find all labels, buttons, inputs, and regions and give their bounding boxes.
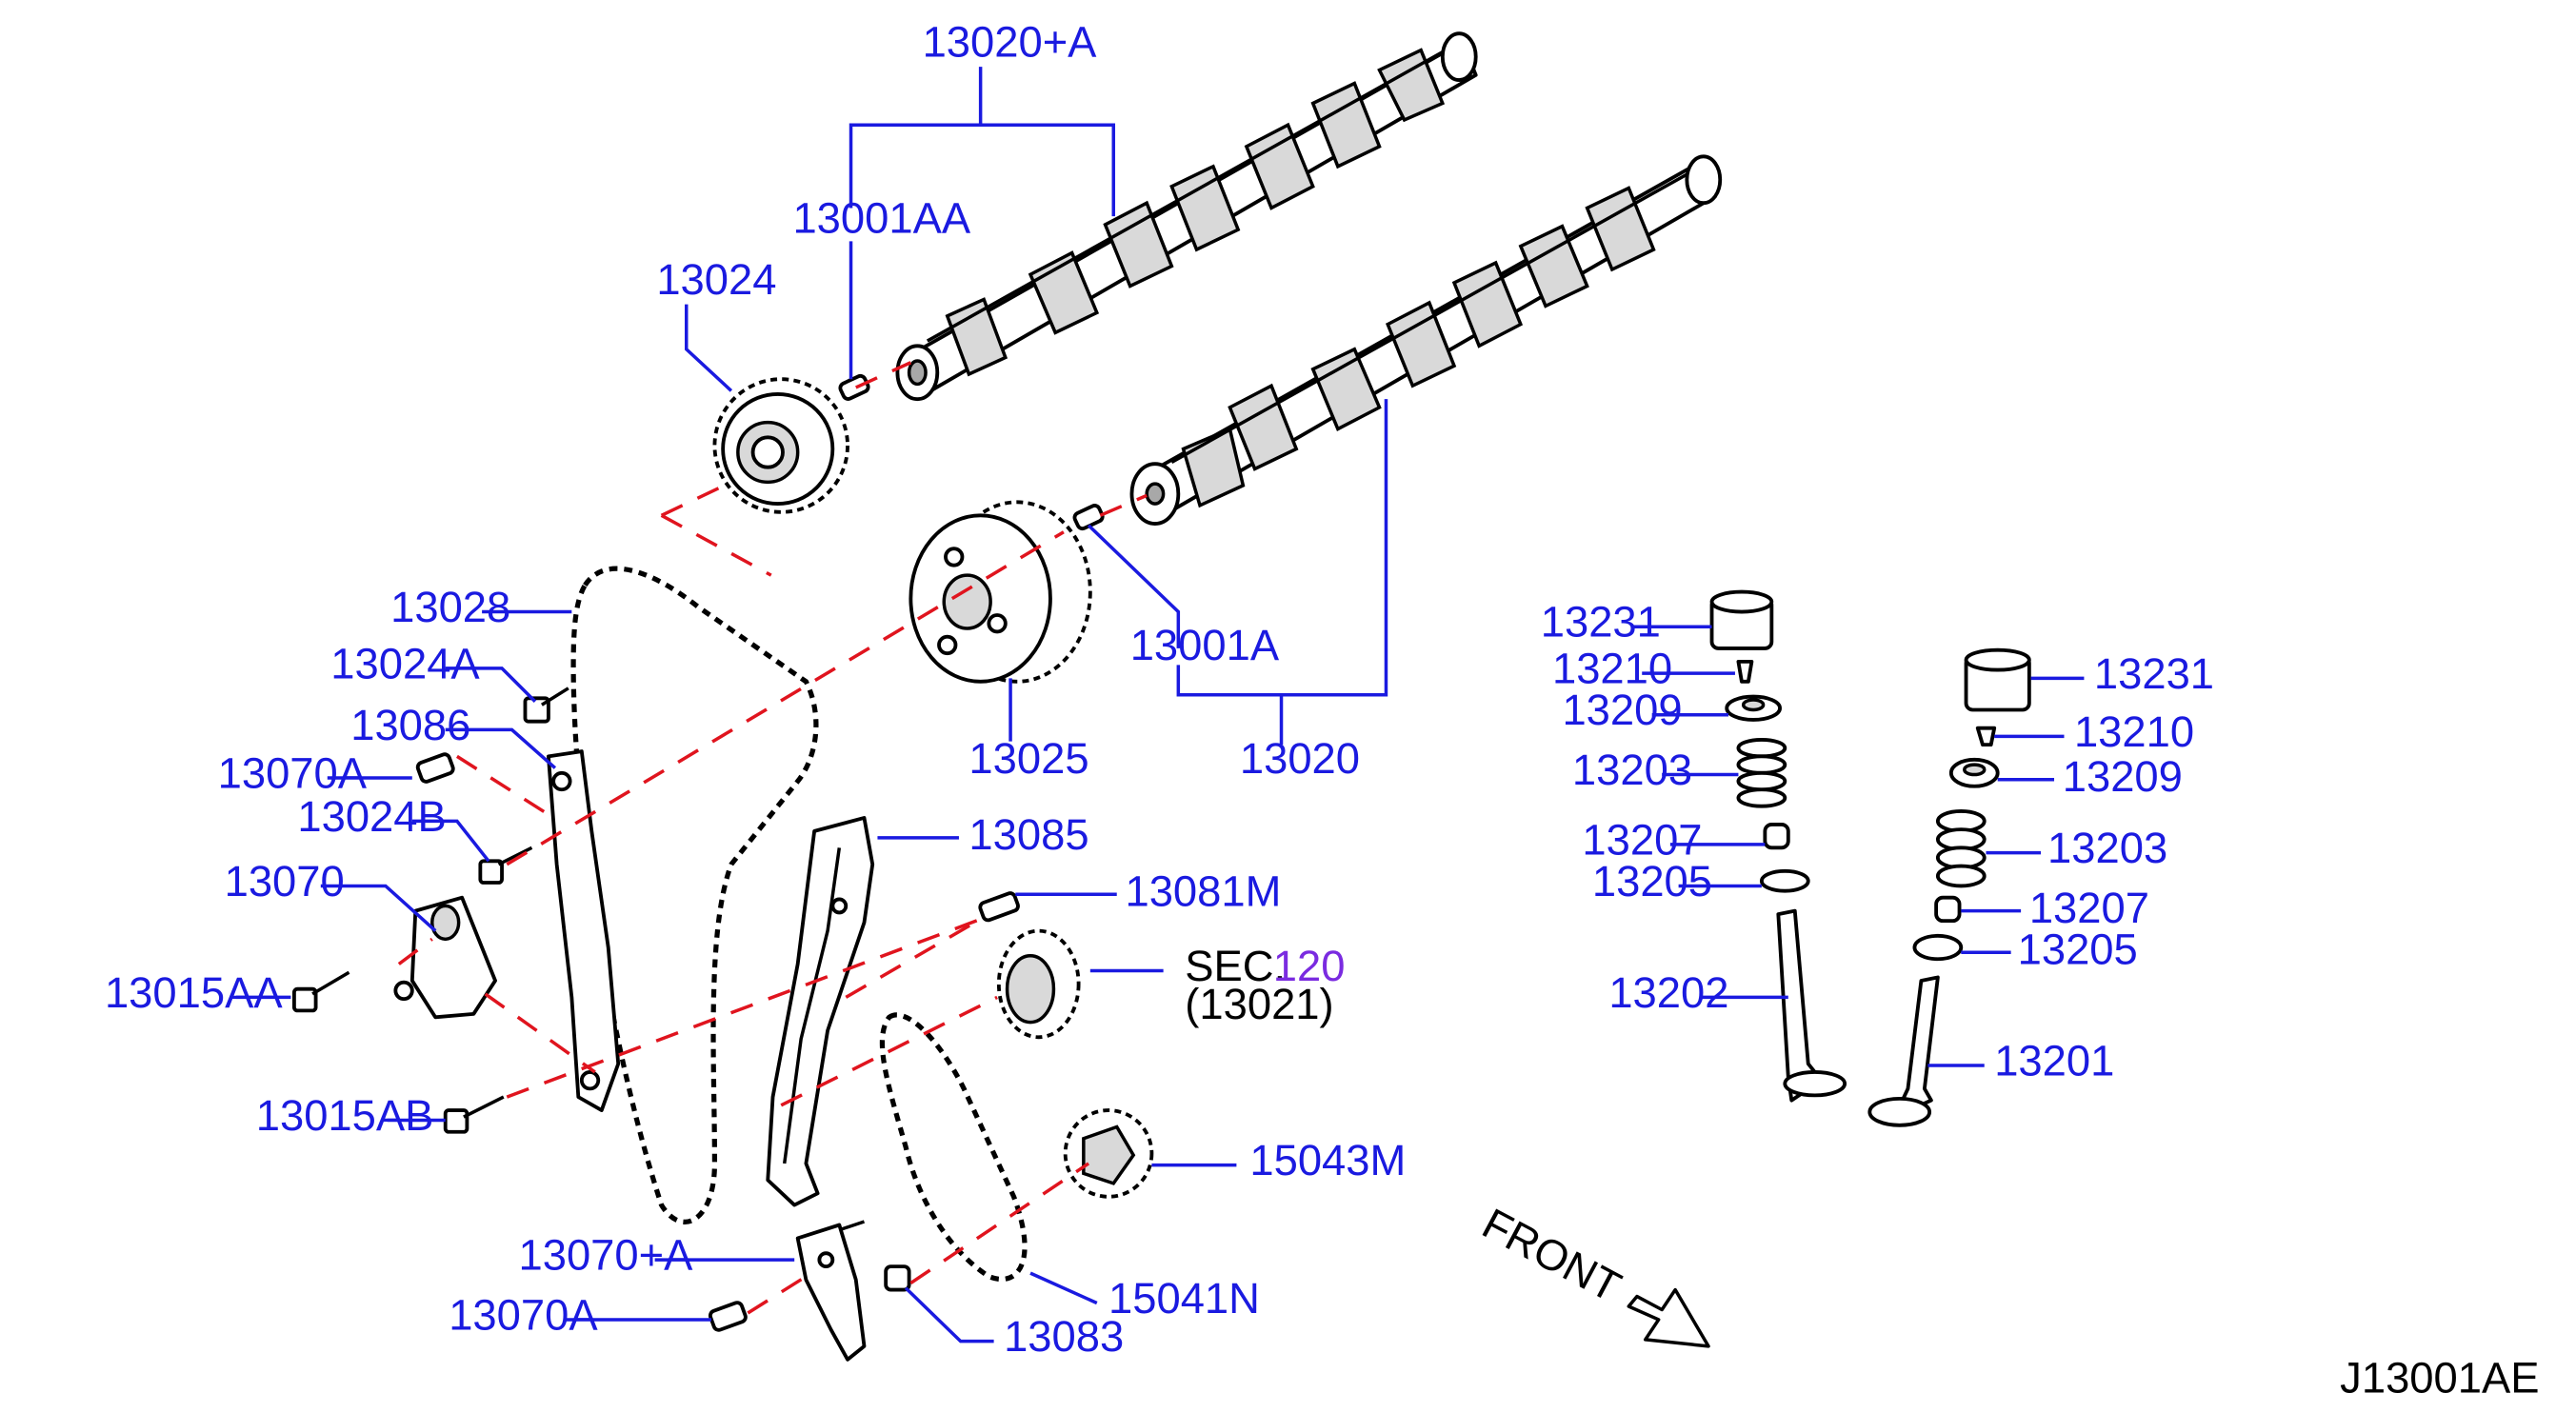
seal-right-13207[interactable]	[1934, 895, 1962, 924]
upper-camshaft[interactable]	[895, 31, 1478, 402]
label-13205-left[interactable]: 13205	[1592, 857, 1712, 906]
label-13231-left[interactable]: 13231	[1541, 598, 1661, 647]
sec-subref: (13021)	[1185, 980, 1333, 1028]
pin-13070A-lower[interactable]	[708, 1301, 748, 1332]
label-13070A-upper[interactable]: 13070A	[218, 749, 368, 798]
label-13209-left[interactable]: 13209	[1562, 686, 1682, 734]
label-13202[interactable]: 13202	[1608, 968, 1728, 1017]
seat-left-13205[interactable]	[1759, 868, 1810, 893]
tensioner-arm-13070plusA[interactable]	[795, 1220, 867, 1362]
lower-camshaft[interactable]	[1129, 154, 1723, 526]
diagram-code: J13001AE	[2340, 1354, 2539, 1403]
label-13207-left[interactable]: 13207	[1582, 815, 1702, 864]
label-13024[interactable]: 13024	[656, 255, 776, 304]
front-arrow-icon	[1627, 1287, 1710, 1348]
label-13203-right[interactable]: 13203	[2047, 824, 2167, 872]
dowel-pin-lower[interactable]	[1072, 504, 1105, 531]
slack-guide-13086[interactable]	[546, 749, 621, 1112]
valve-lifter-left-13231[interactable]	[1709, 589, 1774, 650]
spring-right-13203[interactable]	[1935, 809, 1987, 888]
label-13205-right[interactable]: 13205	[2018, 925, 2138, 974]
label-13209-right[interactable]: 13209	[2063, 752, 2183, 801]
seal-left-13207[interactable]	[1763, 822, 1790, 850]
bolt-13015AB[interactable]	[443, 1095, 505, 1134]
valve-right-13201[interactable]	[1867, 975, 1940, 1127]
label-13081M[interactable]: 13081M	[1125, 866, 1281, 915]
leader-lines	[235, 67, 2085, 1343]
label-13070A-lower[interactable]: 13070A	[449, 1290, 598, 1339]
chain-tensioner-13070[interactable]	[393, 895, 497, 1020]
oil-pump-chain-15041N[interactable]	[879, 1012, 1028, 1283]
crank-sprocket-13021[interactable]	[996, 928, 1081, 1040]
bolt-13083[interactable]	[884, 1264, 911, 1292]
label-13015AB[interactable]: 13015AB	[256, 1091, 434, 1140]
label-13020plusA[interactable]: 13020+A	[923, 18, 1098, 67]
label-13020[interactable]: 13020	[1240, 734, 1360, 783]
sprocket-13024[interactable]	[712, 377, 849, 514]
bolt-13024B[interactable]	[478, 846, 533, 885]
front-indicator: FRONT	[1474, 1199, 1710, 1348]
retainer-right-13209[interactable]	[1948, 757, 2000, 788]
label-13015AA[interactable]: 13015AA	[105, 968, 283, 1017]
label-13070[interactable]: 13070	[225, 857, 345, 906]
seat-right-13205[interactable]	[1912, 933, 1964, 962]
label-13203-left[interactable]: 13203	[1572, 746, 1692, 794]
sec-number-link[interactable]: 120	[1273, 942, 1346, 990]
label-13025[interactable]: 13025	[968, 734, 1088, 783]
collet-right-13210[interactable]	[1975, 726, 1997, 747]
label-13210-right[interactable]: 13210	[2074, 707, 2194, 756]
valve-lifter-right-13231[interactable]	[1964, 647, 2031, 712]
label-13083[interactable]: 13083	[1004, 1312, 1124, 1361]
label-13207-right[interactable]: 13207	[2029, 884, 2149, 932]
oil-pump-sprocket-15043M[interactable]	[1063, 1108, 1154, 1199]
collet-left-13210[interactable]	[1736, 659, 1754, 684]
dowel-pin-upper[interactable]	[838, 373, 870, 401]
front-label: FRONT	[1474, 1199, 1628, 1311]
label-13231-right[interactable]: 13231	[2094, 649, 2214, 698]
vtc-sprocket-13025[interactable]	[909, 500, 1092, 684]
spring-left-13203[interactable]	[1736, 737, 1787, 808]
label-13201[interactable]: 13201	[1994, 1036, 2114, 1085]
label-13086[interactable]: 13086	[350, 701, 470, 749]
label-13024B[interactable]: 13024B	[297, 792, 446, 841]
bolt-13015AA[interactable]	[291, 970, 350, 1013]
pin-13070A-upper[interactable]	[415, 752, 455, 784]
label-13070plusA[interactable]: 13070+A	[518, 1231, 693, 1280]
label-13085[interactable]: 13085	[968, 810, 1088, 859]
alignment-lines	[397, 361, 1148, 1315]
chain-guide-13085[interactable]	[766, 816, 875, 1207]
pin-13081M[interactable]	[978, 891, 1020, 923]
label-15041N[interactable]: 15041N	[1108, 1274, 1260, 1323]
label-13210-left[interactable]: 13210	[1552, 645, 1672, 693]
label-13024A[interactable]: 13024A	[330, 639, 480, 687]
retainer-left-13209[interactable]	[1725, 694, 1782, 722]
sec-prefix: SEC.	[1185, 942, 1286, 990]
valve-left-13202[interactable]	[1776, 908, 1847, 1103]
label-13028[interactable]: 13028	[390, 583, 510, 631]
part-labels: 13020+A 13001AA 13024 13028 13024A 13086…	[105, 18, 2214, 1361]
label-13001AA[interactable]: 13001AA	[792, 194, 970, 243]
label-15043M[interactable]: 15043M	[1249, 1136, 1406, 1184]
bolt-13024A[interactable]	[523, 687, 569, 724]
label-13001A[interactable]: 13001A	[1130, 621, 1280, 669]
